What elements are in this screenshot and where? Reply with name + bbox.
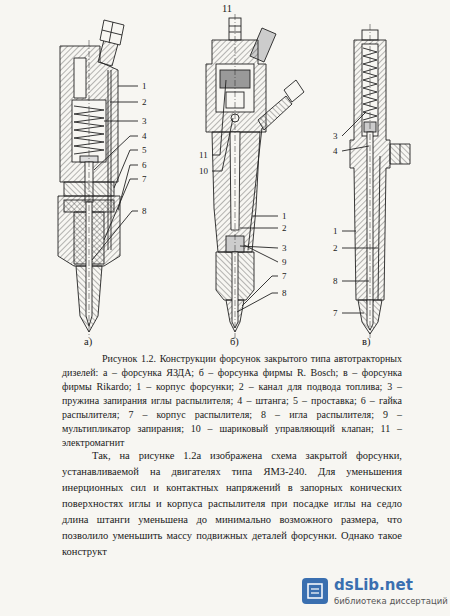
body-paragraph: Так, на рисунке 1.2а изображена схема за… — [62, 448, 402, 560]
callout-number: 10 — [199, 167, 208, 176]
callout-number: 1 — [333, 227, 338, 236]
callout-number: 3 — [333, 132, 338, 141]
injector-c — [342, 24, 410, 340]
watermark-text: библиотека диссертаций — [334, 597, 448, 606]
page-number: 11 — [222, 4, 232, 15]
callout-number: 7 — [142, 175, 147, 184]
figure-sublabel: а) — [84, 337, 92, 348]
callout-number: 5 — [142, 146, 147, 155]
callout-number: 6 — [142, 161, 147, 170]
callout-number: 3 — [142, 117, 147, 126]
figure-sublabel: в) — [362, 337, 370, 348]
callout-number: 4 — [333, 147, 338, 156]
callout-number: 8 — [333, 277, 338, 286]
watermark-text: dsLib.net — [334, 578, 413, 593]
callout-number: 4 — [142, 132, 147, 141]
figure-sublabel: б) — [230, 337, 239, 348]
callout-number: 2 — [142, 98, 147, 107]
callout-number: 11 — [199, 151, 208, 160]
callout-number: 1 — [142, 82, 147, 91]
callout-number: 9 — [282, 258, 287, 267]
injector-b — [206, 14, 304, 338]
callout-number: 3 — [282, 244, 287, 253]
injector-a — [58, 20, 138, 338]
callout-number: 2 — [282, 224, 287, 233]
callout-number: 7 — [282, 272, 287, 281]
callout-number: 7 — [333, 309, 338, 318]
callout-number: 8 — [142, 207, 147, 216]
watermark-logo — [302, 578, 328, 604]
callout-number: 8 — [282, 289, 287, 298]
callout-number: 1 — [282, 212, 287, 221]
figure-caption: Рисунок 1.2. Конструкции форсунок закрыт… — [62, 352, 402, 450]
callout-number: 2 — [333, 244, 338, 253]
